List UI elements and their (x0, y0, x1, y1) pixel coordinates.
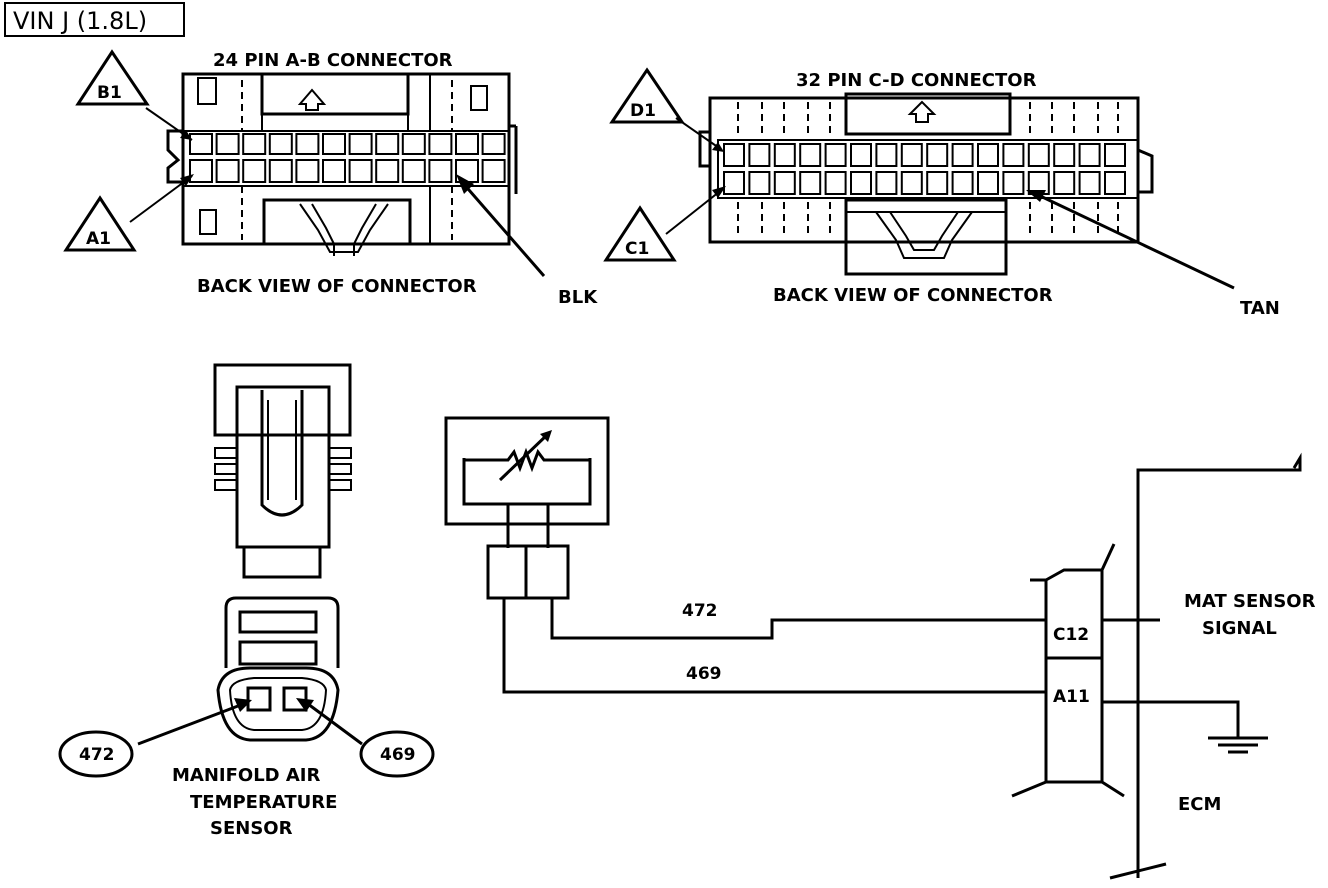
sensor-name-line2: TEMPERATURE (190, 792, 337, 813)
connector-cd-cavity (1104, 143, 1126, 167)
connector-ab-cavity (268, 133, 293, 155)
connector-ab-cavity (215, 133, 240, 155)
connector-cd-cavity (951, 143, 974, 167)
connector-cd-cavity (773, 171, 796, 195)
connector-ab-cavity (375, 159, 400, 183)
connector-ab-cavity (322, 133, 346, 155)
connector-cd-view-label: BACK VIEW OF CONNECTOR (773, 285, 1053, 306)
wire-472-label: 472 (682, 601, 718, 621)
connector-ab-cavity (375, 133, 400, 155)
connector-ab-cavity (455, 133, 479, 155)
connector-ab-cavity (322, 159, 346, 183)
connector-ab-cavity (215, 159, 240, 183)
connector-cd-cavity (1078, 143, 1101, 167)
ecm-pin-c12: C12 (1053, 625, 1089, 645)
connector-cd-cavity (977, 171, 999, 195)
ecm-pin-a11: A11 (1053, 687, 1090, 707)
title-box: VIN J (1.8L) (4, 2, 185, 37)
connector-ab-title: 24 PIN A-B CONNECTOR (213, 50, 453, 71)
connector-ab-cavity (481, 159, 506, 183)
connector-ab-cavity (348, 159, 373, 183)
mat-signal-line2: SIGNAL (1202, 618, 1277, 639)
connector-cd-cavity (850, 143, 872, 167)
connector-cd-cavity (900, 143, 923, 167)
sensor-name-line1: MANIFOLD AIR (172, 765, 321, 786)
connector-cd-cavity (1053, 171, 1076, 195)
connector-cd-cavity (926, 171, 949, 195)
sensor-drawing: 472 469 MANIFOLD AIR TEMPERATURE SENSOR (58, 363, 435, 839)
schematic: 472 469 C12 A11 MAT SENSOR SIGNAL ECM (444, 416, 1316, 880)
connector-cd-cavity (875, 143, 898, 167)
connector-ab-cavity (428, 133, 453, 155)
connector-cd-cavity (824, 143, 847, 167)
connector-ab-cavity (348, 133, 373, 155)
connector-ab-cavity (189, 159, 213, 183)
terminal-469-label: 469 (380, 745, 416, 765)
connector-cd-cavity (748, 143, 771, 167)
connector-ab: 24 PIN A-B CONNECTOR B1 (63, 49, 598, 308)
diagram-title: VIN J (1.8L) (13, 7, 147, 35)
connector-cd-cavity (926, 143, 949, 167)
mat-signal-line1: MAT SENSOR (1184, 591, 1316, 612)
connector-cd-cavity (1002, 143, 1025, 167)
connector-ab-cavity (242, 159, 267, 183)
connector-cd-cavity (1053, 143, 1076, 167)
connector-cd-color-label: TAN (1240, 298, 1280, 319)
connector-cd-cavity (773, 143, 796, 167)
connector-ab-cavity (242, 133, 267, 155)
wire-469-label: 469 (686, 664, 722, 684)
connector-cd: 32 PIN C-D CONNECTOR D1 C1 TAN BA (603, 67, 1280, 319)
pin-label-c1: C1 (625, 239, 649, 259)
connector-ab-cavity (295, 133, 320, 155)
connector-cd-cavity (723, 171, 745, 195)
pin-label-a1: A1 (86, 229, 111, 249)
connector-cd-title: 32 PIN C-D CONNECTOR (796, 70, 1037, 91)
connector-cd-cavity (799, 171, 822, 195)
connector-cd-cavity (1002, 171, 1025, 195)
connector-ab-color-label: BLK (558, 287, 598, 308)
terminal-472-label: 472 (79, 745, 115, 765)
connector-ab-cavity (481, 133, 506, 155)
connector-ab-cavity (268, 159, 293, 183)
sensor-name-line3: SENSOR (210, 818, 293, 839)
connector-cd-cavity (951, 171, 974, 195)
connector-cd-cavity (824, 171, 847, 195)
ecm-label: ECM (1178, 794, 1221, 815)
connector-cd-cavity (748, 171, 771, 195)
connector-cd-cavity (723, 143, 745, 167)
connector-cd-cavity (799, 143, 822, 167)
pin-label-b1: B1 (97, 83, 122, 103)
pin-label-d1: D1 (630, 101, 656, 121)
connector-cd-cavity (900, 171, 923, 195)
connector-cd-cavity (1027, 143, 1050, 167)
connector-ab-view-label: BACK VIEW OF CONNECTOR (197, 276, 477, 297)
connector-ab-cavity (401, 159, 426, 183)
connector-ab-cavity (189, 133, 213, 155)
connector-cd-cavity (875, 171, 898, 195)
connector-cd-cavity (850, 171, 872, 195)
connector-ab-cavity (401, 133, 426, 155)
connector-cd-cavity (1104, 171, 1126, 195)
connector-ab-cavity (428, 159, 453, 183)
connector-ab-cavity (295, 159, 320, 183)
connector-cd-cavity (1078, 171, 1101, 195)
connector-cd-cavity (977, 143, 999, 167)
